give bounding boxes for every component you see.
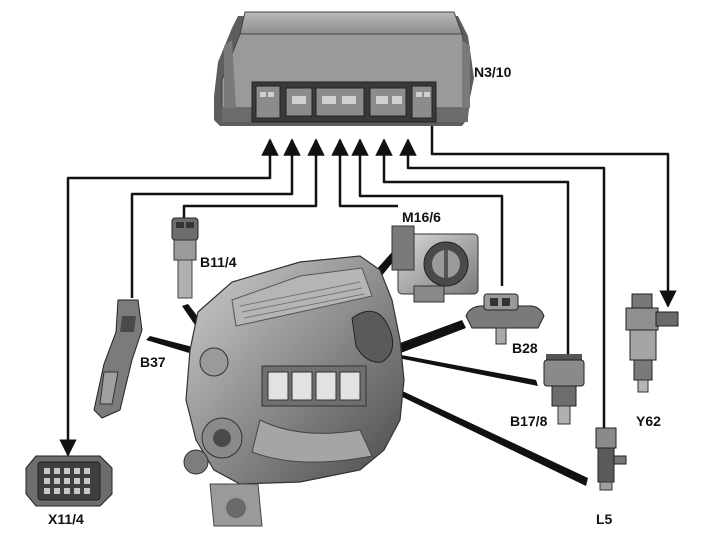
pedal-sensor-b37 <box>93 299 143 419</box>
pointer-b17-8 <box>396 354 538 386</box>
label-b17-8: B17/8 <box>510 413 548 429</box>
arrow-b28 <box>351 138 504 286</box>
signal-arrows <box>59 126 677 457</box>
label-y62: Y62 <box>636 413 661 429</box>
throttle-body-m16-6 <box>391 225 479 303</box>
arrow-b11-4 <box>182 138 325 218</box>
arrow-x11-4 <box>59 138 279 457</box>
control-unit-n3-10 <box>214 11 474 126</box>
sensor-l5 <box>595 427 627 491</box>
arrow-b17-8 <box>375 138 570 354</box>
pointer-b28 <box>392 320 466 354</box>
label-n3-10: N3/10 <box>474 64 512 80</box>
arrow-b37 <box>130 138 301 298</box>
arrow-m16-6 <box>331 138 398 208</box>
sensor-b28 <box>465 293 545 345</box>
diagnostic-connector-x11-4 <box>25 455 113 507</box>
label-b11-4: B11/4 <box>200 254 237 270</box>
label-b37: B37 <box>140 354 166 370</box>
label-l5: L5 <box>596 511 613 527</box>
sensor-b17-8 <box>543 354 585 425</box>
label-m16-6: M16/6 <box>402 209 441 225</box>
label-b28: B28 <box>512 340 538 356</box>
pointer-l5 <box>392 388 588 486</box>
engine-illustration <box>183 255 405 527</box>
label-x11-4: X11/4 <box>48 511 84 527</box>
arrow-y62 <box>430 126 677 308</box>
arrow-l5 <box>399 138 606 428</box>
sensor-b11-4 <box>171 217 199 299</box>
injector-y62 <box>625 293 679 393</box>
